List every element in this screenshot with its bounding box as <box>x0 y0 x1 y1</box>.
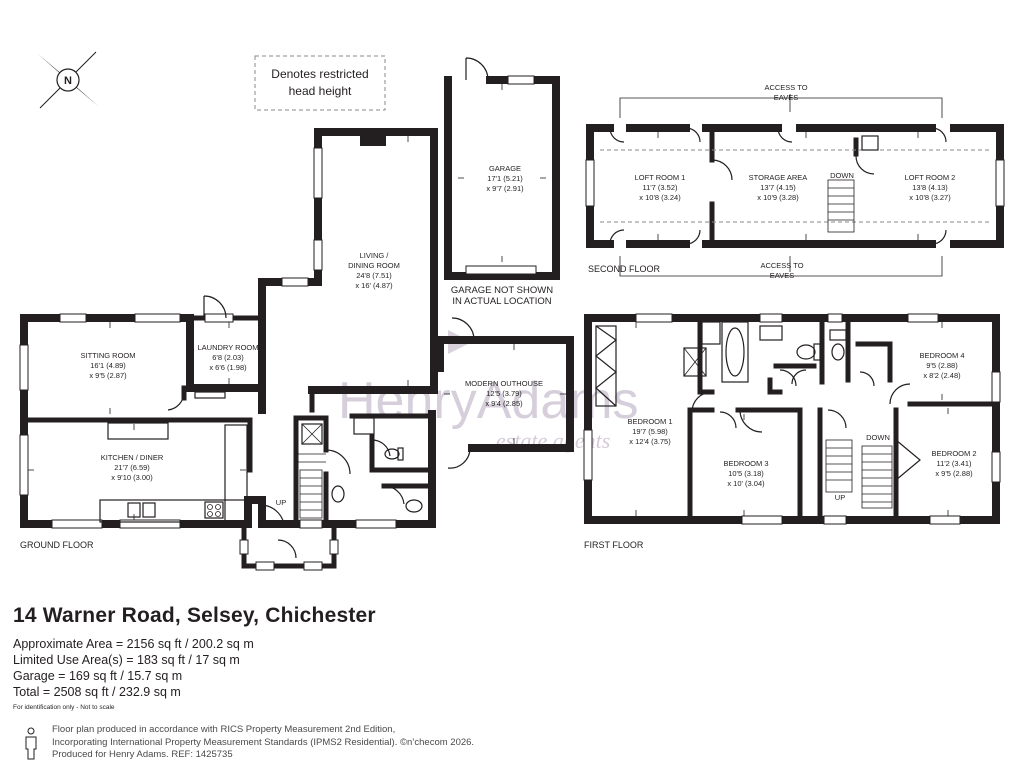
garage-note-1: GARAGE NOT SHOWN <box>451 285 553 296</box>
stairs-down-label: DOWN <box>830 171 854 180</box>
footer-line-3: Produced for Henry Adams. REF: 1425735 <box>52 749 233 760</box>
legend-line-1: Denotes restricted <box>271 67 368 81</box>
room-living-dining: LIVING / DINING ROOM 24'8 (7.51) x 16' (… <box>348 251 400 290</box>
compass-icon: N <box>38 51 98 109</box>
room-name: LOFT ROOM 1 <box>635 173 686 182</box>
room-dim-1: 17'1 (5.21) <box>487 174 523 183</box>
room-dim-1: 11'7 (3.52) <box>642 183 678 192</box>
room-dim-1: 11'2 (3.41) <box>936 459 972 468</box>
floor-label-first: FIRST FLOOR <box>584 540 644 550</box>
floor-label-ground: GROUND FLOOR <box>20 540 94 550</box>
room-name: SITTING ROOM <box>81 351 136 360</box>
garage-plan: GARAGE 17'1 (5.21) x 9'7 (2.91) GARAGE N… <box>444 57 560 307</box>
room-name: BEDROOM 2 <box>931 449 976 458</box>
room-dim-2: x 9'5 (2.87) <box>89 371 127 380</box>
legend-line-2: head height <box>289 84 352 98</box>
room-name: LIVING / <box>360 251 390 260</box>
room-dim-2: x 10' (3.04) <box>727 479 765 488</box>
eaves-bottom-label-2: EAVES <box>770 271 794 280</box>
room-name-2: DINING ROOM <box>348 261 400 270</box>
eaves-top-label-2: EAVES <box>774 93 798 102</box>
room-kitchen: KITCHEN / DINER 21'7 (6.59) x 9'10 (3.00… <box>101 453 164 482</box>
person-scale-icon <box>25 727 37 760</box>
room-dim-2: x 9'5 (2.88) <box>935 469 973 478</box>
room-dim-1: 6'8 (2.03) <box>212 353 244 362</box>
room-dim-1: 13'7 (4.15) <box>760 183 796 192</box>
eaves-top-label-1: ACCESS TO <box>764 83 807 92</box>
floor-label-second: SECOND FLOOR <box>588 264 661 274</box>
room-name: MODERN OUTHOUSE <box>465 379 543 388</box>
footer-line-1: Floor plan produced in accordance with R… <box>52 724 396 735</box>
stairs-up-first-label: UP <box>835 493 845 502</box>
room-bedroom-3: BEDROOM 3 10'5 (3.18) x 10' (3.04) <box>723 459 768 488</box>
area-approximate: Approximate Area = 2156 sq ft / 200.2 sq… <box>13 637 254 651</box>
room-dim-2: x 9'7 (2.91) <box>486 184 524 193</box>
area-limited-use: Limited Use Area(s) = 183 sq ft / 17 sq … <box>13 653 240 667</box>
garage-note-2: IN ACTUAL LOCATION <box>452 296 551 307</box>
footer-copyright: ©n’checom 2026. <box>399 736 475 748</box>
area-garage: Garage = 169 sq ft / 15.7 sq m <box>13 669 183 683</box>
floor-plan-drawing: HenryAdams estate agents N Denotes restr… <box>19 51 1005 571</box>
room-bedroom-2: BEDROOM 2 11'2 (3.41) x 9'5 (2.88) <box>931 449 976 478</box>
room-name: KITCHEN / DINER <box>101 453 164 462</box>
room-dim-1: 9'5 (2.88) <box>926 361 958 370</box>
room-bedroom-4: BEDROOM 4 9'5 (2.88) x 8'2 (2.48) <box>919 351 964 380</box>
room-loft-2: LOFT ROOM 2 13'8 (4.13) x 10'8 (3.27) <box>905 173 956 202</box>
room-name: GARAGE <box>489 164 521 173</box>
room-bedroom-1: BEDROOM 1 19'7 (5.98) x 12'4 (3.75) <box>627 417 672 446</box>
room-name: BEDROOM 3 <box>723 459 768 468</box>
room-name: LAUNDRY ROOM <box>198 343 259 352</box>
room-dim-2: x 8'2 (2.48) <box>923 371 961 380</box>
room-dim-2: x 10'8 (3.24) <box>639 193 681 202</box>
room-sitting: SITTING ROOM 16'1 (4.89) x 9'5 (2.87) <box>81 351 136 380</box>
room-name: LOFT ROOM 2 <box>905 173 956 182</box>
room-dim-1: 19'7 (5.98) <box>632 427 668 436</box>
room-name: STORAGE AREA <box>749 173 808 182</box>
room-laundry: LAUNDRY ROOM 6'8 (2.03) x 6'6 (1.98) <box>198 343 259 372</box>
room-name: BEDROOM 4 <box>919 351 964 360</box>
room-dim-2: x 6'6 (1.98) <box>209 363 247 372</box>
room-storage: STORAGE AREA 13'7 (4.15) x 10'9 (3.28) <box>749 173 808 202</box>
room-dim-1: 21'7 (6.59) <box>114 463 150 472</box>
eaves-bottom-label-1: ACCESS TO <box>760 261 803 270</box>
room-dim-2: x 9'4 (2.85) <box>485 399 523 408</box>
room-dim-1: 16'1 (4.89) <box>90 361 126 370</box>
property-address: 14 Warner Road, Selsey, Chichester <box>13 604 376 627</box>
room-dim-1: 24'8 (7.51) <box>356 271 392 280</box>
room-dim-2: x 9'10 (3.00) <box>111 473 153 482</box>
room-name: BEDROOM 1 <box>627 417 672 426</box>
stairs-down-first-label: DOWN <box>866 433 890 442</box>
second-floor-plan: DOWN LOFT ROOM 1 11'7 (3.52) x 10'8 (3.2… <box>585 83 1005 280</box>
room-dim-2: x 10'8 (3.27) <box>909 193 951 202</box>
restricted-height-legend: Denotes restricted head height <box>254 55 386 111</box>
stairs-up-label: UP <box>276 498 286 507</box>
room-dim-2: x 16' (4.87) <box>355 281 393 290</box>
room-loft-1: LOFT ROOM 1 11'7 (3.52) x 10'8 (3.24) <box>635 173 686 202</box>
outhouse-plan: MODERN OUTHOUSE 12'5 (3.79) x 9'4 (2.85) <box>436 317 574 469</box>
area-total: Total = 2508 sq ft / 232.9 sq m <box>13 685 181 699</box>
compass-north-label: N <box>64 75 72 87</box>
room-dim-1: 12'5 (3.79) <box>486 389 522 398</box>
footer-line-2: Incorporating International Property Mea… <box>52 736 398 748</box>
first-floor-plan: UP DOWN BEDROOM 1 19'7 (5.98) x 12'4 (3.… <box>583 313 1001 550</box>
disclaimer: For identification only - Not to scale <box>13 704 115 711</box>
footer-line-2-wrap: Incorporating International Property Mea… <box>52 737 474 750</box>
room-dim-1: 10'5 (3.18) <box>728 469 764 478</box>
room-dim-2: x 12'4 (3.75) <box>629 437 671 446</box>
room-dim-2: x 10'9 (3.28) <box>757 193 799 202</box>
footer-text: Floor plan produced in accordance with R… <box>52 724 474 762</box>
ground-floor-plan: UP SITTING ROOM 16'1 (4.89) x 9'5 (2.87)… <box>19 128 438 571</box>
room-dim-1: 13'8 (4.13) <box>912 183 948 192</box>
